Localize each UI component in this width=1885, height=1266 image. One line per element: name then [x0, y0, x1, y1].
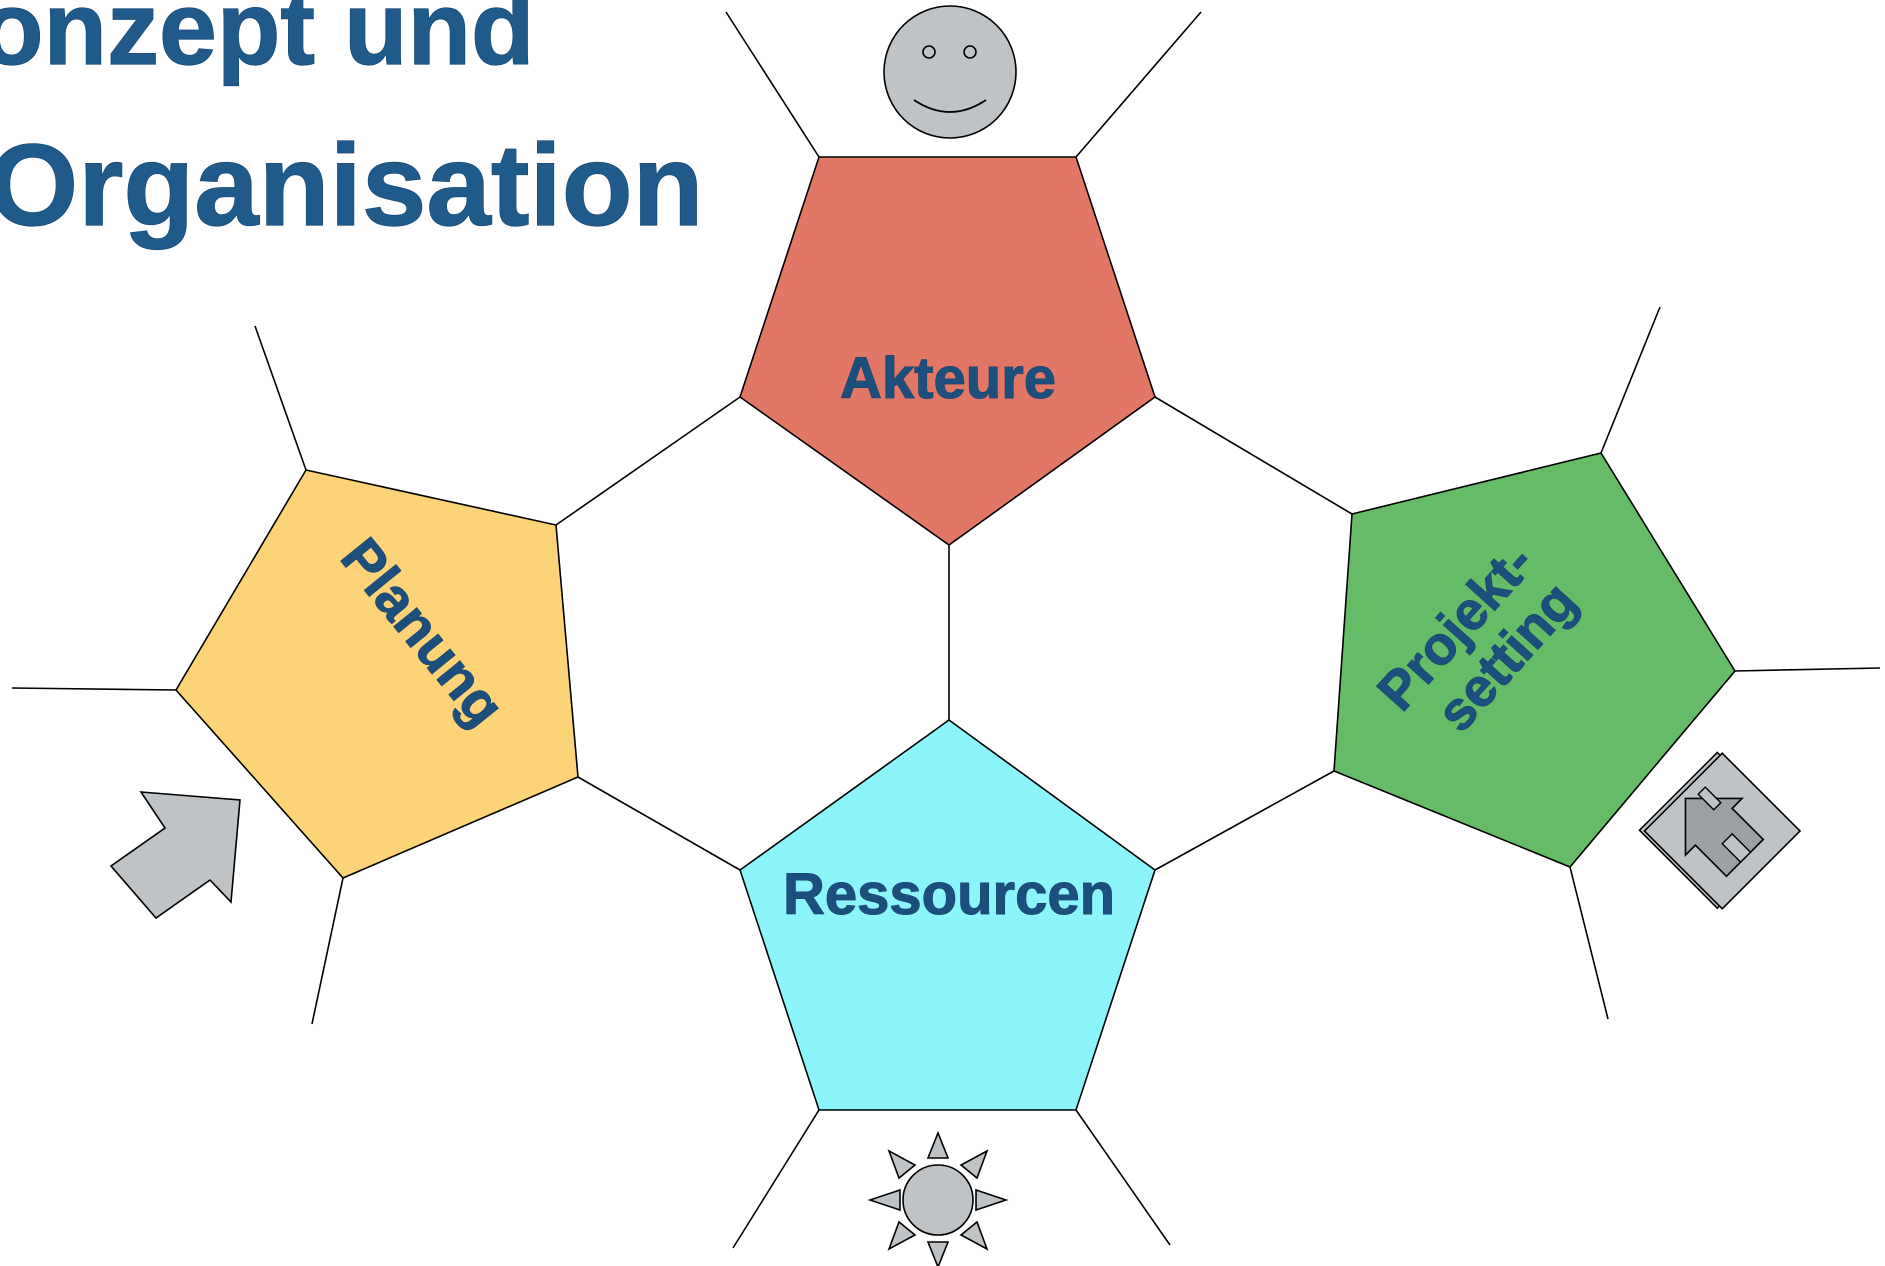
- spoke-planung-left: [11, 687, 177, 691]
- spoke-akteure-left: [725, 11, 820, 158]
- connector-planung-ressourcen: [577, 776, 741, 871]
- arrow-icon: [109, 791, 241, 920]
- connector-akteure-planung: [555, 396, 741, 526]
- connector-lines: [11, 11, 1881, 1249]
- spoke-planung-top: [254, 325, 307, 471]
- title-line-1: onzept und: [0, 0, 535, 87]
- spoke-projektsetting-right: [1734, 667, 1881, 672]
- sun-icon: [867, 1130, 1009, 1266]
- spoke-planung-bottom: [311, 877, 344, 1025]
- label-ressourcen: Ressourcen: [783, 862, 1115, 927]
- node-ressourcen: [739, 719, 1156, 1111]
- connector-akteure-projektsetting: [1154, 396, 1353, 515]
- spoke-projektsetting-top: [1600, 306, 1661, 454]
- spoke-ressourcen-right: [1075, 1109, 1171, 1246]
- title-line-2: Organisation: [0, 120, 703, 250]
- smiley-face-icon: [883, 5, 1017, 139]
- node-akteure: [739, 156, 1156, 546]
- spoke-ressourcen-left: [732, 1109, 820, 1249]
- house-icon: [1638, 751, 1802, 910]
- spoke-akteure-right: [1075, 11, 1202, 158]
- spoke-projektsetting-bottom: [1569, 866, 1609, 1020]
- node-planung: [175, 469, 579, 879]
- label-akteure: Akteure: [840, 346, 1056, 411]
- node-projektsetting: [1333, 452, 1736, 868]
- connector-ressourcen-projektsetting: [1154, 770, 1335, 871]
